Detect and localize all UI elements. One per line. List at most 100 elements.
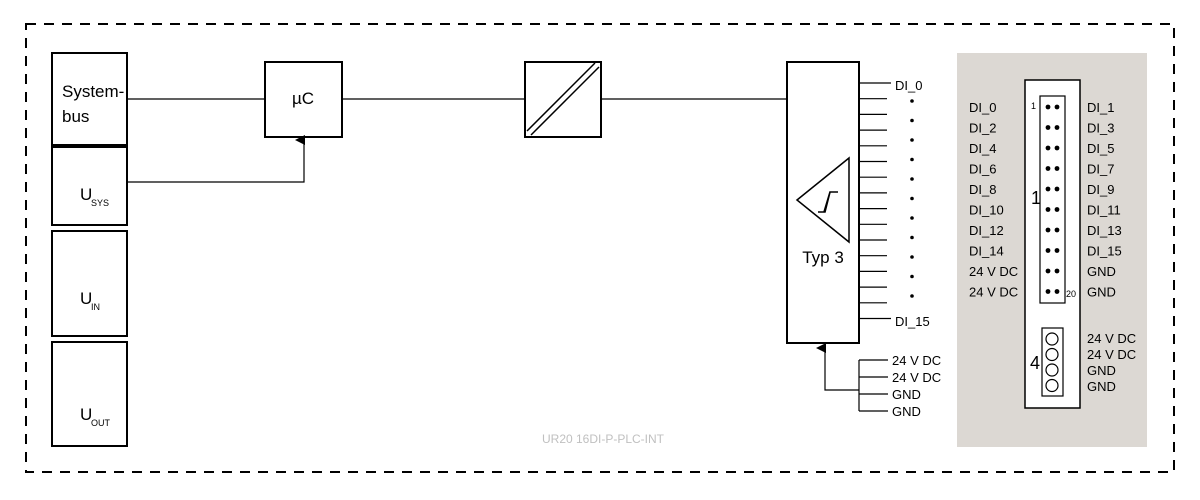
pin-dot [1054,145,1060,151]
pin-dot [1054,104,1060,110]
connector-right-label: DI_7 [1087,162,1114,177]
power-label: 24 V DC [1087,347,1136,362]
usys-box [51,146,128,226]
schmitt-trigger-icon [795,156,850,244]
uout-subscript: OUT [91,418,111,428]
pin-dot [1045,248,1051,253]
di-dot [910,294,914,298]
usys-to-uc-line [127,135,305,183]
isolation-diagonal-2 [530,66,600,136]
isolation-diagonal-1 [526,62,596,132]
connector-right-label: GND [1087,264,1116,279]
power-pin [1045,378,1059,393]
pin-dot [1054,166,1060,171]
supply-label: GND [892,387,921,402]
di-dot [910,255,914,259]
power-pin [1045,363,1059,377]
power-pin [1045,347,1059,362]
uin-label: U [80,289,92,308]
pin-dot [1045,268,1051,274]
pin-dot [1054,289,1060,294]
connector-left-label: DI_0 [969,100,996,115]
di-dot [910,177,914,181]
usys-label: U [80,185,92,204]
supply-arrow-line [816,343,859,391]
di-dot [910,99,914,103]
pin-dot [1054,227,1060,233]
connector-left-label: DI_4 [969,141,996,156]
connector-right-label: DI_3 [1087,121,1114,136]
di-output-lines [859,82,891,320]
pin-first-label: 1 [1031,101,1036,111]
pin-dot [1054,207,1060,212]
power-connector [1041,327,1064,397]
uin-box [51,230,128,337]
di-dot [910,216,914,220]
pin-dot [1045,145,1051,151]
pin-dot [1045,227,1051,233]
power-label: 24 V DC [1087,331,1136,346]
connector-left-label: 24 V DC [969,264,1018,279]
module-frame [25,23,1175,473]
microcontroller-box [264,61,343,138]
connector-left-label: 24 V DC [969,285,1018,300]
pin-dot [1054,248,1060,253]
systembus-label-line2: bus [62,107,89,126]
connector-right-label: DI_5 [1087,141,1114,156]
power-label: GND [1087,379,1116,394]
system-column: System- bus U SYS U IN U OUT [51,52,128,447]
input-block-label: Typ 3 [802,248,844,267]
uout-box [51,341,128,447]
hysteresis-icon [818,191,838,213]
di-dot [910,196,914,201]
connector-right-label: DI_9 [1087,182,1114,197]
supply-label: 24 V DC [892,370,941,385]
supply-lines [859,359,888,412]
supply-label: GND [892,404,921,419]
pin-dot [1045,125,1051,130]
pin-dot [1054,186,1060,192]
pin-dot [1045,166,1051,171]
power-pin [1045,332,1059,346]
pin-dot [1054,268,1060,274]
isolation-box [524,61,602,138]
pin-dot [1045,289,1051,294]
usys-subscript: SYS [91,198,109,208]
connector-right-label: DI_1 [1087,100,1114,115]
pin-dot [1045,186,1051,192]
connector-left-label: DI_14 [969,244,1004,259]
connector-right-label: DI_11 [1087,203,1121,218]
uin-subscript: IN [91,302,100,312]
connector-number: 1 [1031,188,1041,208]
connector-right-label: DI_15 [1087,244,1122,259]
uout-label: U [80,405,92,424]
power-label: GND [1087,363,1116,378]
connector-right-label: DI_13 [1087,223,1122,238]
connector-left-label: DI_6 [969,162,996,177]
di-dot [910,138,914,142]
input-block-box [786,61,860,344]
connector-left-label: DI_10 [969,203,1004,218]
di-dot [910,235,914,240]
connector-left-label: DI_2 [969,121,996,136]
signal-connector [1039,95,1066,304]
di-dot [910,274,914,279]
di-bottom-label: DI_15 [895,314,930,329]
pin-dot [1045,207,1051,212]
di-top-label: DI_0 [895,78,922,93]
di-dot [910,157,914,162]
power-connector-number: 4 [1030,353,1040,373]
di-dot [910,118,914,123]
connector-left-label: DI_12 [969,223,1004,238]
pin-last-label: 20 [1066,289,1076,299]
di-continuation-dots [910,99,914,298]
power-pin-circles [1045,332,1059,393]
pin-dot [1045,104,1051,110]
model-label: UR20 16DI-P-PLC-INT [542,432,665,446]
connector-right-label: GND [1087,285,1116,300]
